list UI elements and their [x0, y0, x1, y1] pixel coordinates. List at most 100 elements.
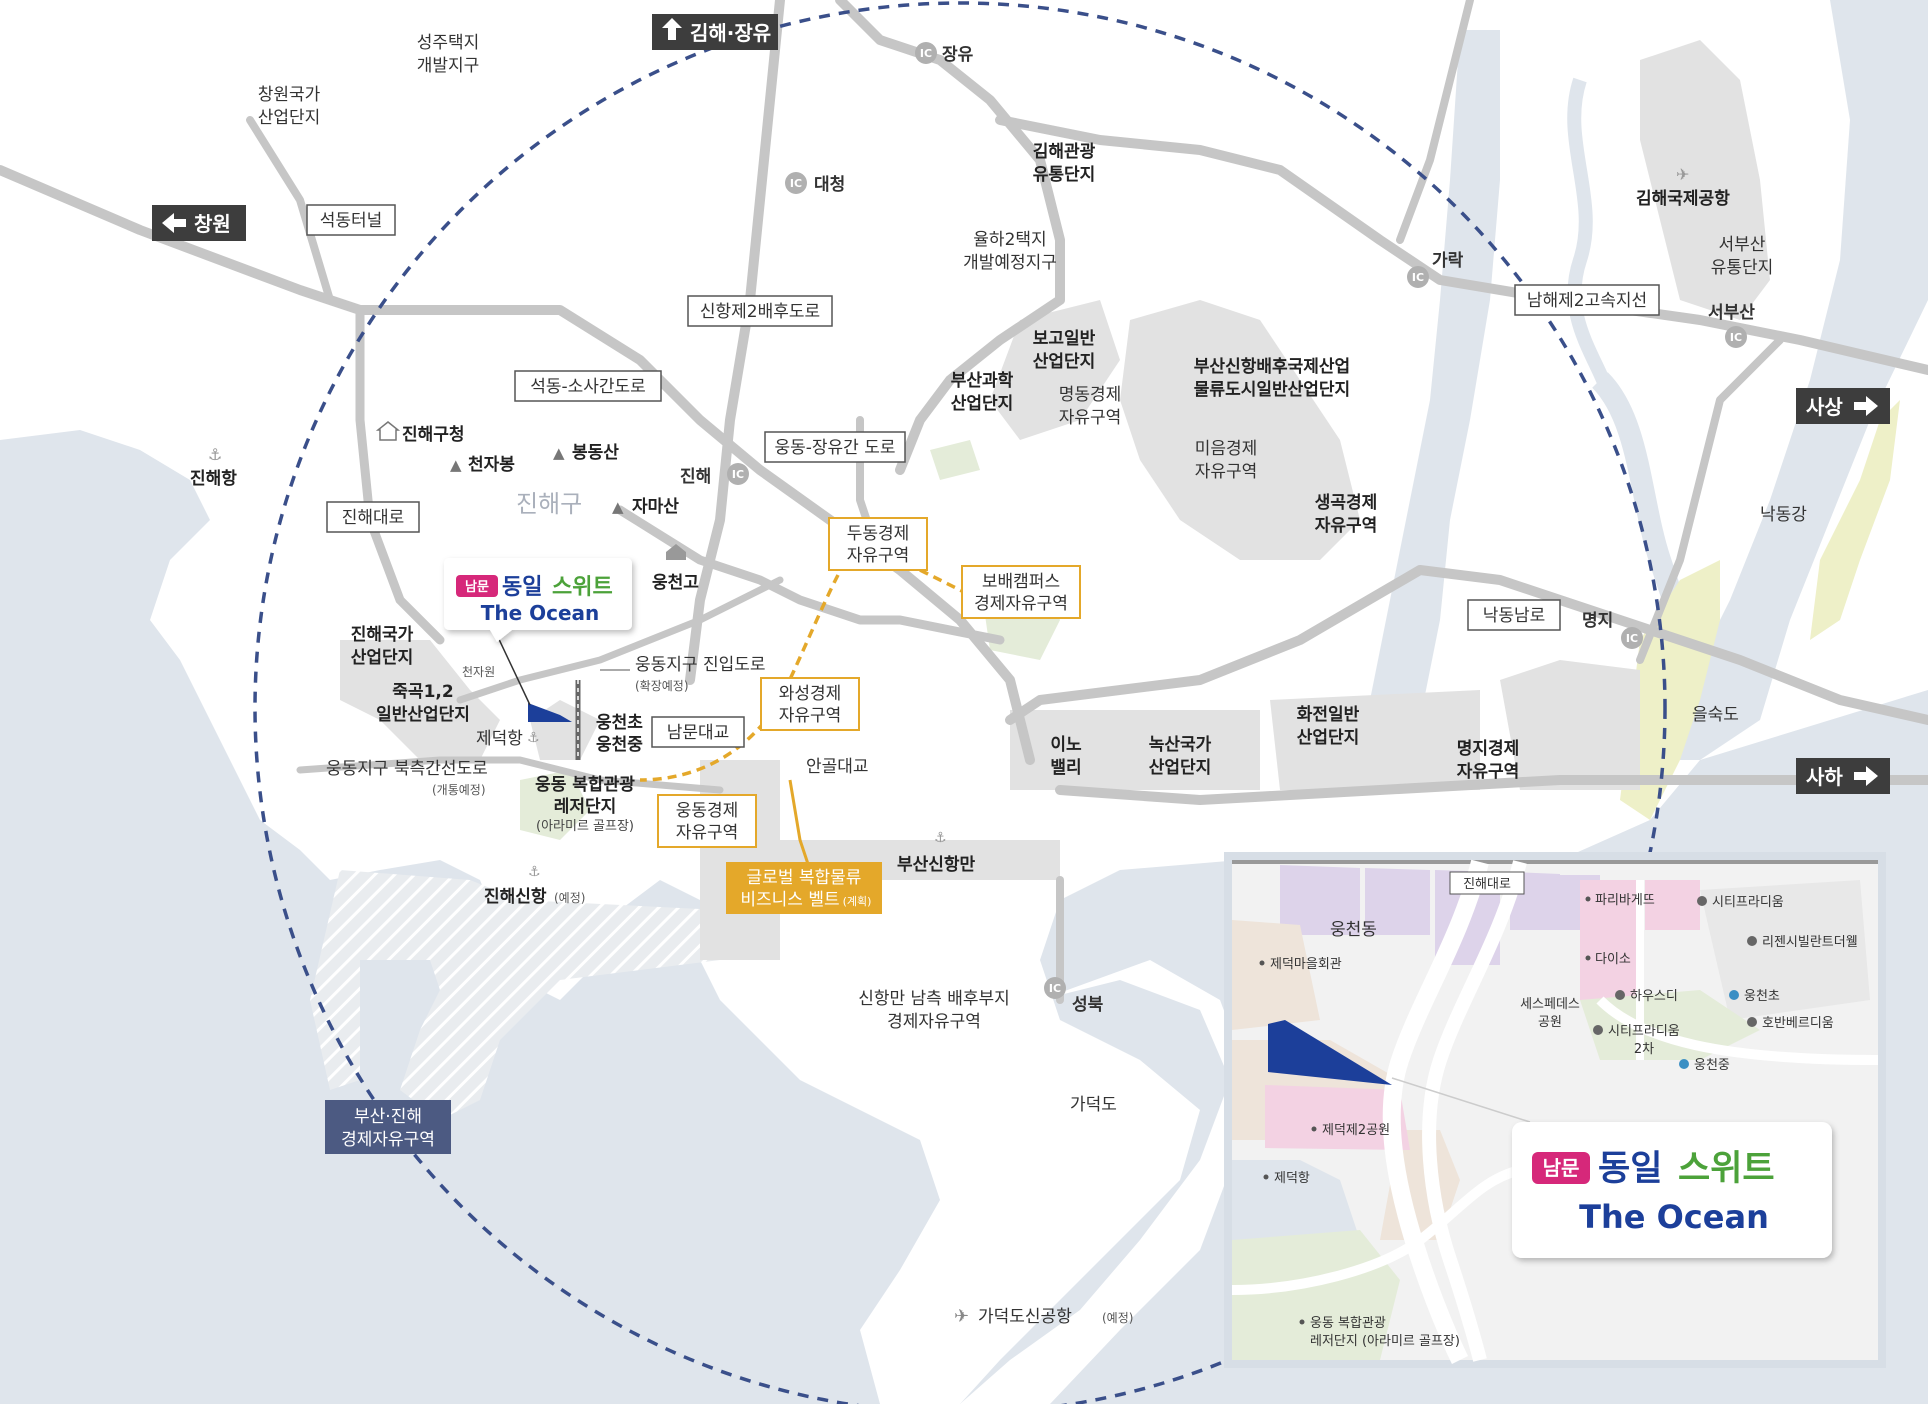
svg-text:두동경제: 두동경제	[847, 524, 910, 544]
road-sinhang2: 신항제2배후도로	[700, 302, 820, 322]
svg-text:⚓: ⚓	[528, 864, 541, 880]
ic-daecheong-icon: IC	[785, 172, 807, 194]
svg-text:(예정): (예정)	[1102, 1311, 1133, 1325]
svg-text:자유구역: 자유구역	[1457, 762, 1520, 782]
svg-text:보고일반: 보고일반	[1033, 329, 1096, 349]
direction-east2-label: 사하	[1806, 765, 1843, 789]
svg-text:자유구역: 자유구역	[847, 546, 910, 566]
svg-text:부산신항만: 부산신항만	[897, 854, 976, 875]
svg-text:가덕도: 가덕도	[1070, 1095, 1117, 1115]
svg-text:김해국제공항: 김해국제공항	[1636, 188, 1730, 209]
river-branch-2	[1567, 77, 1617, 402]
direction-west[interactable]: 창원	[152, 205, 246, 241]
inset-brand-tag-bg	[1532, 1152, 1590, 1184]
svg-text:자유구역: 자유구역	[676, 823, 739, 843]
svg-text:진해항: 진해항	[190, 468, 237, 489]
svg-text:이노: 이노	[1050, 735, 1082, 755]
svg-text:화전일반: 화전일반	[1297, 705, 1360, 725]
west-nakdong-river	[1360, 30, 1500, 790]
svg-text:개발예정지구: 개발예정지구	[963, 253, 1057, 273]
road-north: 웅동지구 북측간선도로	[326, 759, 488, 779]
inset-road: 진해대로	[1463, 877, 1511, 892]
ic-seobusan-icon: IC	[1725, 326, 1747, 348]
svg-text:(계획): (계획)	[843, 895, 872, 908]
svg-text:글로벌 복합물류: 글로벌 복합물류	[747, 868, 862, 888]
zone-path-3	[788, 779, 812, 871]
svg-text:죽곡1,2: 죽곡1,2	[392, 682, 453, 702]
ic-garak-label: 가락	[1432, 251, 1464, 271]
svg-text:자유구역: 자유구역	[779, 706, 842, 726]
inset-map	[1224, 852, 1886, 1368]
ic-markers: IC 장유 IC 대청 IC 진해 IC 가락 IC 서부산 IC 명지 IC …	[680, 42, 1755, 1015]
brand-sub: The Ocean	[481, 601, 600, 625]
svg-text:호반베르디움: 호반베르디움	[1762, 1016, 1834, 1031]
svg-text:제덕제2공원: 제덕제2공원	[1322, 1123, 1390, 1138]
mountain-icon: ▲	[553, 444, 565, 462]
svg-text:하우스디: 하우스디	[1630, 989, 1678, 1004]
svg-text:IC: IC	[1730, 331, 1742, 344]
svg-text:공원: 공원	[1538, 1015, 1562, 1030]
svg-text:생곡경제: 생곡경제	[1315, 493, 1378, 513]
svg-text:개발지구: 개발지구	[417, 56, 480, 76]
svg-text:물류도시일반산업단지: 물류도시일반산업단지	[1194, 380, 1350, 400]
svg-text:유통단지: 유통단지	[1711, 258, 1774, 278]
ic-jinhae-label: 진해	[680, 467, 711, 487]
svg-text:녹산국가: 녹산국가	[1149, 735, 1212, 755]
svg-text:진해구: 진해구	[516, 490, 582, 518]
site-marker	[528, 703, 572, 722]
svg-text:성주택지: 성주택지	[417, 33, 480, 53]
svg-text:산업단지: 산업단지	[1149, 758, 1212, 778]
road-seokdong-sosa: 석동-소사간도로	[530, 377, 646, 397]
place-labels: 성주택지 개발지구 창원국가 산업단지 진해구청 ⚓ 진해항 ▲ 천자봉 ▲ 봉…	[190, 33, 1807, 1327]
mountain-icon: ▲	[612, 498, 624, 516]
brand-name-a: 동일	[502, 575, 542, 600]
road-ungdong-jangyu: 웅동-장유간 도로	[774, 438, 895, 458]
direction-west-label: 창원	[194, 212, 231, 236]
svg-text:웅천중: 웅천중	[596, 735, 643, 755]
eulsukdo-island	[1620, 560, 1720, 820]
svg-text:진해국가: 진해국가	[351, 625, 414, 645]
svg-text:비즈니스 벨트: 비즈니스 벨트	[740, 890, 839, 910]
svg-text:자유구역: 자유구역	[1195, 462, 1258, 482]
svg-text:시티프라디움: 시티프라디움	[1712, 895, 1784, 910]
svg-text:산업단지: 산업단지	[351, 648, 414, 668]
airport-area	[1640, 40, 1770, 320]
svg-text:⚓: ⚓	[527, 730, 540, 746]
school-icon	[666, 544, 686, 560]
ic-seongbuk-icon: IC	[1044, 977, 1066, 999]
road-namhae2: 남해제2고속지선	[1527, 291, 1647, 311]
svg-text:리젠시빌란트더웰: 리젠시빌란트더웰	[1762, 935, 1858, 950]
direction-north[interactable]: 김해·장유	[652, 14, 778, 50]
svg-text:천자봉: 천자봉	[468, 455, 515, 475]
svg-text:일반산업단지: 일반산업단지	[376, 705, 470, 725]
svg-text:산업단지: 산업단지	[258, 108, 321, 128]
direction-east1-label: 사상	[1806, 395, 1843, 419]
svg-text:산업단지: 산업단지	[1033, 352, 1096, 372]
gadeokdo-island	[960, 960, 1250, 1404]
svg-text:웅동 복합관광: 웅동 복합관광	[1310, 1316, 1386, 1331]
svg-text:제덕마을회관: 제덕마을회관	[1270, 957, 1342, 972]
brand-tag: 남문	[465, 579, 489, 595]
ic-garak-icon: IC	[1407, 266, 1429, 288]
inset-brand-name-a: 동일	[1598, 1149, 1662, 1189]
road-entry-note: (확장예정)	[635, 679, 689, 693]
inset-brand-tag: 남문	[1543, 1156, 1580, 1180]
nakdong-river	[1640, 0, 1928, 760]
svg-text:서부산: 서부산	[1719, 235, 1766, 255]
inset-brand-name-b: 스위트	[1678, 1149, 1775, 1189]
svg-text:가덕도신공항: 가덕도신공항	[978, 1307, 1072, 1327]
mountain-icon: ▲	[450, 456, 462, 474]
svg-text:IC: IC	[1626, 632, 1638, 645]
direction-east-saha[interactable]: 사하	[1796, 758, 1890, 794]
svg-text:레저단지: 레저단지	[554, 797, 617, 817]
road-nammun-bridge: 남문대교	[667, 723, 730, 743]
direction-north-label: 김해·장유	[690, 21, 771, 45]
svg-text:세스페데스: 세스페데스	[1520, 997, 1580, 1012]
svg-text:진해신항: 진해신항	[484, 886, 547, 907]
svg-text:진해구청: 진해구청	[402, 424, 465, 445]
direction-east-sasang[interactable]: 사상	[1796, 388, 1890, 424]
inset-brand-sub: The Ocean	[1579, 1198, 1769, 1236]
svg-text:부산과학: 부산과학	[951, 371, 1014, 391]
inset-labels: 웅천동 제덕마을회관 파리바게뜨 시티프라디움 리젠시빌란트더웰 다이소 세스페…	[1259, 893, 1858, 1349]
svg-text:IC: IC	[920, 47, 932, 60]
